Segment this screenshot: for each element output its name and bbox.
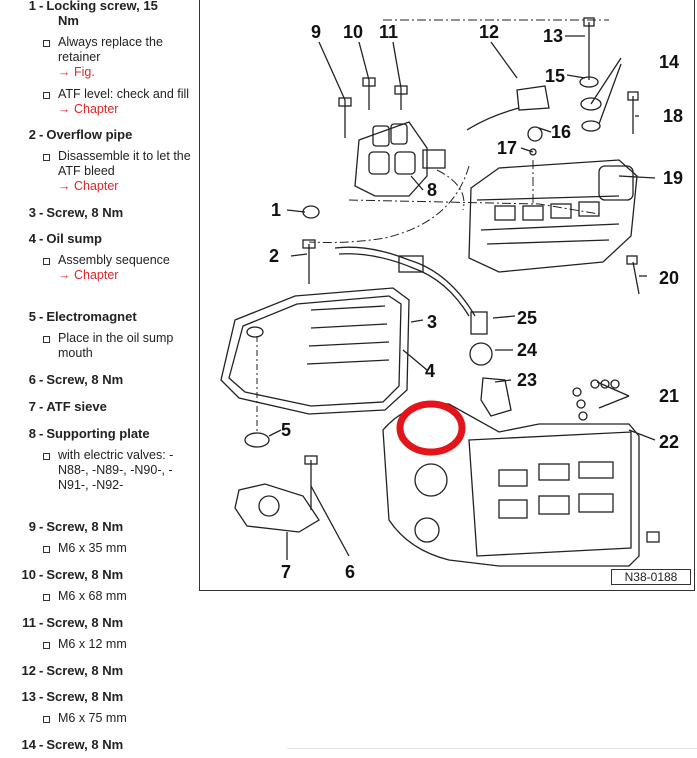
chapter-link[interactable]: → Chapter: [58, 179, 119, 193]
callout-10: 10: [343, 22, 363, 42]
item-title: Screw, 8 Nm: [46, 205, 124, 220]
item-number: 6: [28, 372, 36, 387]
chapter-link[interactable]: → Chapter: [58, 102, 119, 116]
callout-4: 4: [425, 361, 435, 381]
list-item: 10-Screw, 8 Nm M6 x 68 mm: [0, 567, 196, 604]
bullet: Disassemble it to let the ATF bleed→ Cha…: [43, 149, 196, 194]
callout-7: 7: [281, 562, 291, 582]
diagram-frame: [199, 0, 695, 591]
list-item: 1-Locking screw, 15 Nm Always replace th…: [0, 0, 196, 117]
callout-1: 1: [271, 200, 281, 220]
diagram-code: N38-0188: [611, 569, 691, 585]
item-number: 4: [28, 231, 36, 246]
item-number: 2: [28, 127, 36, 142]
callout-8: 8: [427, 180, 437, 200]
bullet: Place in the oil sump mouth: [43, 331, 196, 361]
divider: [287, 748, 697, 749]
fig-link[interactable]: → Fig.: [58, 65, 95, 79]
item-title: Supporting plate: [46, 426, 150, 441]
list-item: 2-Overflow pipe Disassemble it to let th…: [0, 127, 196, 194]
callout-13: 13: [543, 26, 563, 46]
callout-22: 22: [659, 432, 679, 452]
item-number: 12: [21, 663, 36, 678]
item-title: Screw, 8 Nm: [46, 567, 124, 582]
item-title: Screw, 8 Nm: [46, 615, 124, 630]
callout-21: 21: [659, 386, 679, 406]
item-number: 1: [28, 0, 36, 13]
list-item: 14-Screw, 8 Nm: [0, 737, 196, 752]
item-title: Locking screw, 15: [46, 0, 158, 13]
bullet: Assembly sequence→ Chapter: [43, 253, 196, 283]
item-number: 3: [28, 205, 36, 220]
callout-25: 25: [517, 308, 537, 328]
item-title: Screw, 8 Nm: [46, 372, 124, 387]
callout-19: 19: [663, 168, 683, 188]
highlight-circle: [396, 400, 466, 456]
callout-18: 18: [663, 106, 683, 126]
callout-3: 3: [427, 312, 437, 332]
item-number: 10: [21, 567, 36, 582]
callout-6: 6: [345, 562, 355, 582]
item-number: 8: [28, 426, 36, 441]
list-item: 11-Screw, 8 Nm M6 x 12 mm: [0, 615, 196, 652]
item-title: Screw, 8 Nm: [46, 737, 124, 752]
item-title: ATF sieve: [46, 399, 107, 414]
bullet: M6 x 35 mm: [43, 541, 196, 556]
item-number: 5: [28, 309, 36, 324]
callout-2: 2: [269, 246, 279, 266]
list-item: 12-Screw, 8 Nm: [0, 663, 196, 678]
parts-list: 1-Locking screw, 15 Nm Always replace th…: [0, 0, 196, 758]
item-title-cont: Nm: [58, 13, 79, 28]
callout-5: 5: [281, 420, 291, 440]
item-title: Screw, 8 Nm: [46, 689, 124, 704]
bullet: M6 x 68 mm: [43, 589, 196, 604]
callout-20: 20: [659, 268, 679, 288]
item-number: 11: [22, 615, 36, 630]
callout-24: 24: [517, 340, 537, 360]
item-title: Overflow pipe: [46, 127, 133, 142]
list-item: 5-Electromagnet Place in the oil sump mo…: [0, 309, 196, 361]
callout-9: 9: [311, 22, 321, 42]
item-title: Screw, 8 Nm: [46, 519, 124, 534]
item-number: 7: [28, 399, 36, 414]
list-item: 9-Screw, 8 Nm M6 x 35 mm: [0, 519, 196, 556]
chapter-link[interactable]: → Chapter: [58, 268, 119, 282]
list-item: 6-Screw, 8 Nm: [0, 372, 196, 387]
item-title: Oil sump: [46, 231, 102, 246]
item-title: Screw, 8 Nm: [46, 663, 124, 678]
item-number: 9: [28, 519, 36, 534]
list-item: 8-Supporting plate with electric valves:…: [0, 426, 196, 493]
callout-14: 14: [659, 52, 679, 72]
exploded-diagram: 9 10 11 12 13 14 15 16 17 18 19 8 1 2 20…: [220, 17, 683, 582]
bullet: M6 x 75 mm: [43, 711, 196, 726]
bullet: with electric valves: -N88-, -N89-, -N90…: [43, 448, 196, 493]
diagram-drawing: [220, 17, 660, 567]
list-item: 4-Oil sump Assembly sequence→ Chapter: [0, 231, 196, 283]
bullet: ATF level: check and fill → Chapter: [43, 87, 196, 117]
callout-11: 11: [379, 22, 398, 42]
list-item: 7-ATF sieve: [0, 399, 196, 414]
callout-labels: 9 10 11 12 13 14 15 16 17 18 19 8 1 2 20…: [269, 22, 683, 582]
callout-17: 17: [497, 138, 517, 158]
callout-15: 15: [545, 66, 565, 86]
list-item: 13-Screw, 8 Nm M6 x 75 mm: [0, 689, 196, 726]
item-number: 13: [21, 689, 36, 704]
item-number: 14: [21, 737, 36, 752]
list-item: 3-Screw, 8 Nm: [0, 205, 196, 220]
callout-23: 23: [517, 370, 537, 390]
item-title: Electromagnet: [46, 309, 137, 324]
callout-16: 16: [551, 122, 571, 142]
bullet: Always replace the retainer→ Fig.: [43, 35, 196, 80]
bullet: M6 x 12 mm: [43, 637, 196, 652]
callout-12: 12: [479, 22, 499, 42]
